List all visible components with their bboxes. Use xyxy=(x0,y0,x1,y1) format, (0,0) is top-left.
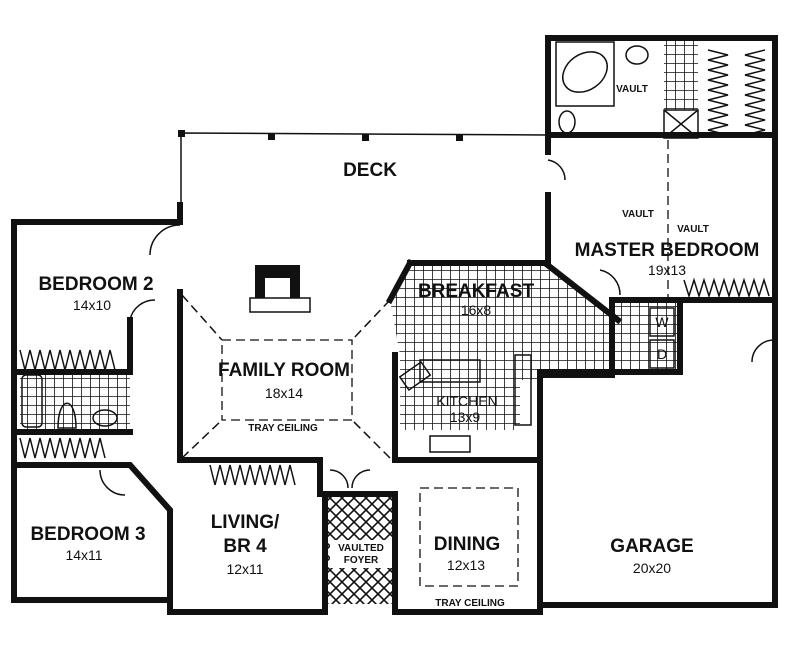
room-label-foyer-line2: FOYER xyxy=(344,555,379,566)
breakfast-kitchen-tile xyxy=(390,263,618,430)
room-dims-family-room: 18x14 xyxy=(265,385,303,401)
room-label-bedroom-2: BEDROOM 2 xyxy=(38,274,153,295)
vault-note-left: VAULT xyxy=(622,209,654,220)
room-label-family-room: FAMILY ROOM xyxy=(218,360,350,381)
fireplace xyxy=(255,265,300,298)
master-bath-fixtures xyxy=(555,41,699,139)
closets xyxy=(19,49,770,486)
room-dims-living: 12x11 xyxy=(226,561,263,577)
room-label-breakfast: BREAKFAST xyxy=(418,281,535,302)
room-label-bedroom-3: BEDROOM 3 xyxy=(30,524,145,545)
kitchen-fixtures xyxy=(398,354,532,453)
room-dims-breakfast: 16x8 xyxy=(461,302,492,318)
dining-tray-ceiling xyxy=(419,487,519,587)
room-dims-kitchen: 13x9 xyxy=(450,409,481,425)
vault-note-bath: VAULT xyxy=(616,84,648,95)
room-label-kitchen: KITCHEN xyxy=(436,393,497,409)
room-dims-dining: 12x13 xyxy=(447,557,485,573)
family-tray-ceiling-note: TRAY CEILING xyxy=(248,423,318,434)
bath2-tile xyxy=(20,372,130,432)
room-label-living-line1: LIVING/ xyxy=(211,512,280,533)
room-label-garage: GARAGE xyxy=(610,536,693,557)
room-label-living-line2: BR 4 xyxy=(223,536,267,557)
room-label-deck: DECK xyxy=(343,160,397,181)
room-label-foyer-line1: VAULTED xyxy=(338,543,384,554)
room-dims-bedroom-3: 14x11 xyxy=(65,547,102,563)
room-label-dining: DINING xyxy=(434,534,501,555)
room-dims-bedroom-2: 14x10 xyxy=(73,297,111,313)
dining-tray-ceiling-note: TRAY CEILING xyxy=(435,598,505,609)
washer-label: W xyxy=(655,314,669,330)
walls xyxy=(11,35,778,615)
room-label-master-bedroom: MASTER BEDROOM xyxy=(575,240,760,261)
master-shower-tile xyxy=(664,40,698,110)
vault-note-right: VAULT xyxy=(677,224,709,235)
family-tray-ceiling xyxy=(221,339,353,421)
room-dims-garage: 20x20 xyxy=(633,560,671,576)
dryer-label: D xyxy=(657,346,667,362)
door-swings xyxy=(99,159,776,496)
room-dims-master-bedroom: 19x13 xyxy=(648,262,686,278)
